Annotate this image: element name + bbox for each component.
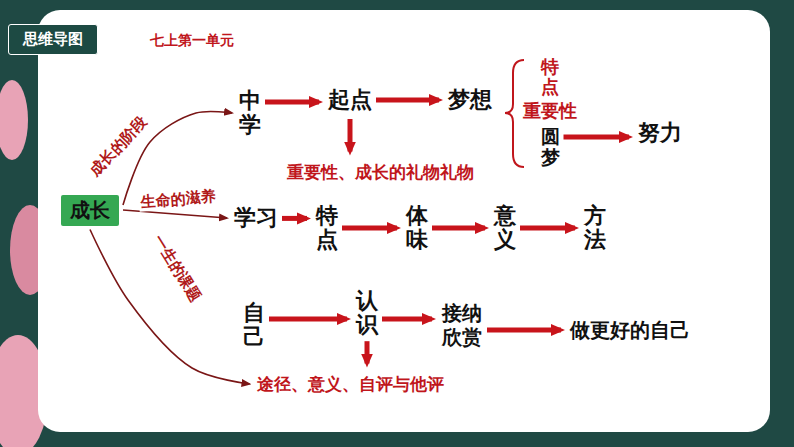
step-node: 特点	[316, 204, 338, 252]
node-text: 意义	[494, 204, 516, 252]
branch-label: 成长的阶段	[84, 111, 153, 181]
step-node: 起点	[328, 85, 372, 115]
step-node: 认识	[356, 289, 378, 337]
branch-label: 生命的滋养	[138, 187, 218, 211]
node-text: 认识	[356, 289, 378, 337]
stage-node: 自己	[243, 301, 265, 349]
branch-curve	[123, 210, 227, 218]
node-text: 成长	[70, 197, 110, 224]
step-node: 接纳 欣赏	[441, 301, 483, 349]
flow-arrow	[342, 226, 397, 231]
node-text: 重要性	[523, 99, 577, 123]
flow-arrow	[382, 317, 432, 322]
step-node: 意义	[494, 204, 516, 252]
flow-arrow	[487, 328, 561, 333]
flow-arrow	[265, 99, 319, 104]
step-node: 方法	[584, 204, 606, 252]
flow-arrow	[520, 226, 575, 231]
node-text: 梦想	[448, 85, 492, 115]
root-box: 成长	[61, 195, 119, 226]
unit-label: 七上第一单元	[150, 32, 234, 50]
node-text: 途径、意义、自评与他评	[257, 373, 444, 396]
branch-item: 重要性	[523, 99, 577, 123]
header-tag: 思维导图	[8, 24, 98, 55]
flow-arrow	[365, 341, 370, 363]
node-text: 中学	[239, 89, 261, 137]
node-text: 做更好的自己	[570, 317, 690, 344]
node-text: 起点	[328, 85, 372, 115]
node-text: 自己	[243, 301, 265, 349]
branch-label: 一生的课题	[147, 229, 205, 306]
node-text: 学习	[234, 203, 278, 233]
step-node: 努力	[638, 118, 682, 148]
step-node: 体味	[406, 204, 428, 252]
flow-arrow	[348, 119, 353, 152]
step-node: 做更好的自己	[570, 317, 690, 344]
step-node: 梦想	[448, 85, 492, 115]
stage-node: 中学	[239, 89, 261, 137]
flow-arrow	[432, 226, 485, 231]
stage-node: 学习	[234, 203, 278, 233]
node-text: 特点	[316, 204, 338, 252]
content-panel	[38, 10, 770, 432]
flow-arrow	[282, 216, 307, 221]
node-text: 重要性、成长的礼物礼物	[287, 161, 474, 184]
curly-brace	[505, 60, 524, 167]
node-text: 圆梦	[541, 126, 560, 168]
branch-curve	[90, 230, 250, 385]
branch-item: 特点	[541, 57, 559, 97]
node-text: 方法	[584, 204, 606, 252]
note-text: 途径、意义、自评与他评	[257, 373, 444, 396]
flow-arrow	[564, 135, 630, 140]
branch-item: 圆梦	[541, 126, 560, 168]
node-text: 接纳 欣赏	[441, 301, 483, 349]
node-text: 努力	[638, 118, 682, 148]
flow-arrow	[376, 98, 439, 103]
flow-arrow	[269, 317, 347, 322]
node-text: 特点	[541, 57, 559, 97]
node-text: 体味	[406, 204, 428, 252]
note-text: 重要性、成长的礼物礼物	[287, 161, 474, 184]
leaf-decoration	[0, 80, 28, 160]
